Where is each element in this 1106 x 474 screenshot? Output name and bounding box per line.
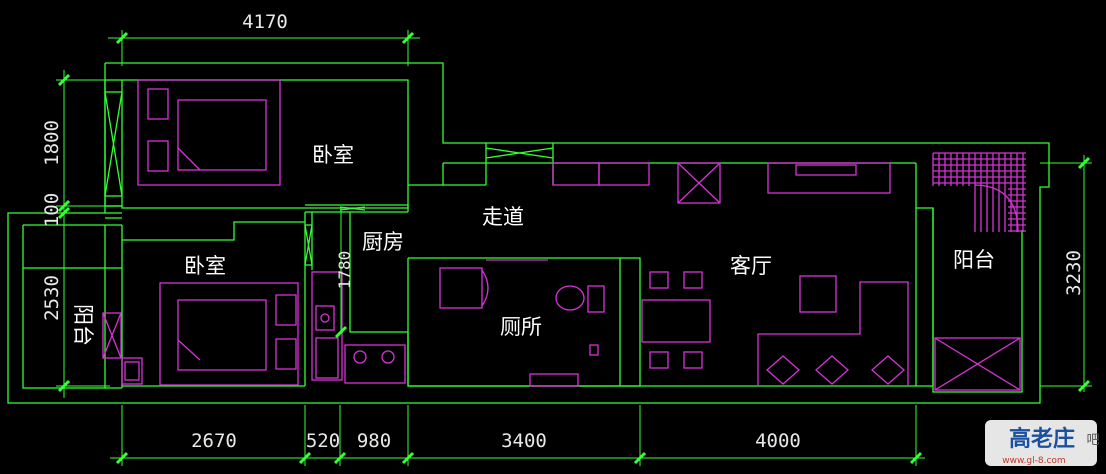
room-label-bedroom-bottom: 卧室 [184, 254, 226, 278]
watermark-url: www.gl-8.com [1002, 456, 1065, 466]
bed-bottom [159, 282, 299, 386]
bottom-bedroom-wall [122, 221, 305, 241]
room-label-living-room: 客厅 [730, 254, 772, 278]
room-label-balcony-right: 阳台 [953, 248, 995, 272]
balcony-grid [932, 152, 1026, 232]
room-label-bedroom-top: 卧室 [312, 143, 354, 167]
room-label-corridor: 走道 [482, 205, 524, 229]
nightstand [147, 88, 169, 120]
tv-cabinet [767, 162, 891, 194]
sofa [757, 281, 909, 386]
outer-wall [7, 62, 1050, 404]
room-label-kitchen: 厨房 [362, 230, 404, 254]
cabinet [121, 357, 143, 385]
dim-right-height: 3230 [1063, 250, 1085, 296]
room-label-toilet: 厕所 [500, 315, 542, 339]
dimension-lines [56, 30, 1092, 466]
washbasin [439, 267, 483, 309]
dim-top-width: 4170 [242, 11, 288, 33]
dim-kitchen-depth: 1780 [335, 251, 354, 290]
dim-bottom-5: 4000 [755, 430, 801, 452]
dim-bottom-2: 520 [306, 430, 340, 452]
dim-left-upper: 1800 [41, 120, 63, 166]
dim-left-lower: 2530 [41, 275, 63, 321]
right-balcony-wall [916, 207, 1023, 393]
watermark-suffix: 吧 [1086, 433, 1099, 448]
corridor-wall [408, 163, 444, 186]
dim-bottom-4: 3400 [501, 430, 547, 452]
dining-table [641, 299, 711, 343]
furniture [102, 79, 1026, 391]
dim-bottom-3: 980 [357, 430, 391, 452]
stove [344, 344, 406, 384]
coffee-table [799, 275, 837, 313]
sink [315, 305, 335, 331]
walls [7, 62, 1050, 404]
bed-top [137, 79, 281, 186]
kitchen-counter [311, 271, 343, 381]
duct [677, 162, 721, 204]
left-balcony-door [102, 312, 122, 359]
room-label-balcony-left: 阳台 [71, 304, 95, 346]
watermark: 高老庄 www.gl-8.com 吧 [985, 420, 1100, 466]
watermark-logo: 高老庄 [1009, 426, 1075, 452]
dim-bottom-1: 2670 [191, 430, 237, 452]
dim-left-mid: 100 [41, 193, 63, 227]
toilet-bowl [555, 285, 585, 311]
inner-wall-top-bedroom [121, 79, 409, 209]
toilet-door [529, 373, 579, 387]
